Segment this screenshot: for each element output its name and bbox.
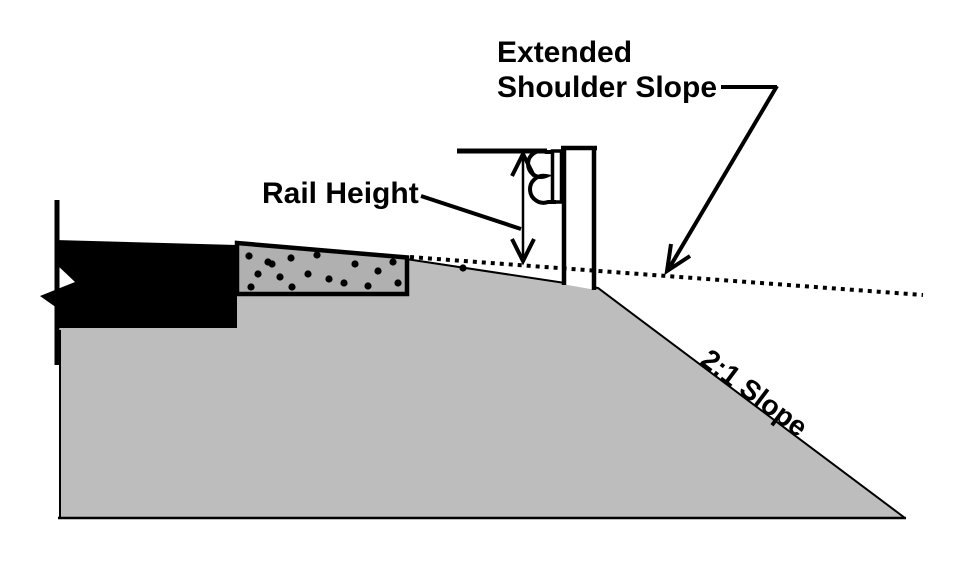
extended-shoulder-arrowhead <box>664 243 692 276</box>
shoulder-dot <box>394 279 402 287</box>
rail-height-arrowhead-down <box>510 238 536 266</box>
shoulder-dot <box>245 252 253 260</box>
w-beam-back-plate <box>550 149 564 204</box>
shoulder-dot <box>254 270 262 278</box>
rail-height-label: Rail Height <box>262 177 419 210</box>
shoulder-dots <box>245 251 467 291</box>
rail-height-arrowhead-up <box>510 149 536 177</box>
shoulder-dot <box>276 273 284 281</box>
shoulder-dot <box>268 260 276 268</box>
gravel-shoulder <box>234 240 410 297</box>
slope-face-line <box>405 258 906 519</box>
shoulder-dot <box>351 260 359 268</box>
shoulder-dot <box>364 282 372 290</box>
extended-shoulder-slope-label-line2: Shoulder Slope <box>497 71 717 104</box>
shoulder-dot <box>288 283 296 291</box>
shoulder-dot <box>304 270 312 278</box>
pavement-section <box>40 240 237 328</box>
guardrail-post-fill <box>562 146 596 290</box>
shoulder-dot <box>459 264 467 272</box>
extended-shoulder-leader-diagonal <box>666 84 779 272</box>
w-beam-rail-profile <box>526 149 556 205</box>
shoulder-dot <box>247 283 255 291</box>
shoulder-dot <box>389 258 397 266</box>
rail-height-leader-line <box>420 194 522 231</box>
shoulder-dot <box>340 279 348 287</box>
shoulder-dot <box>374 267 382 275</box>
embankment-fill <box>60 259 905 518</box>
shoulder-dot <box>287 254 295 262</box>
extended-shoulder-slope-label-line1: Extended <box>497 36 632 69</box>
shoulder-dot <box>313 251 321 259</box>
shoulder-dot <box>325 275 333 283</box>
